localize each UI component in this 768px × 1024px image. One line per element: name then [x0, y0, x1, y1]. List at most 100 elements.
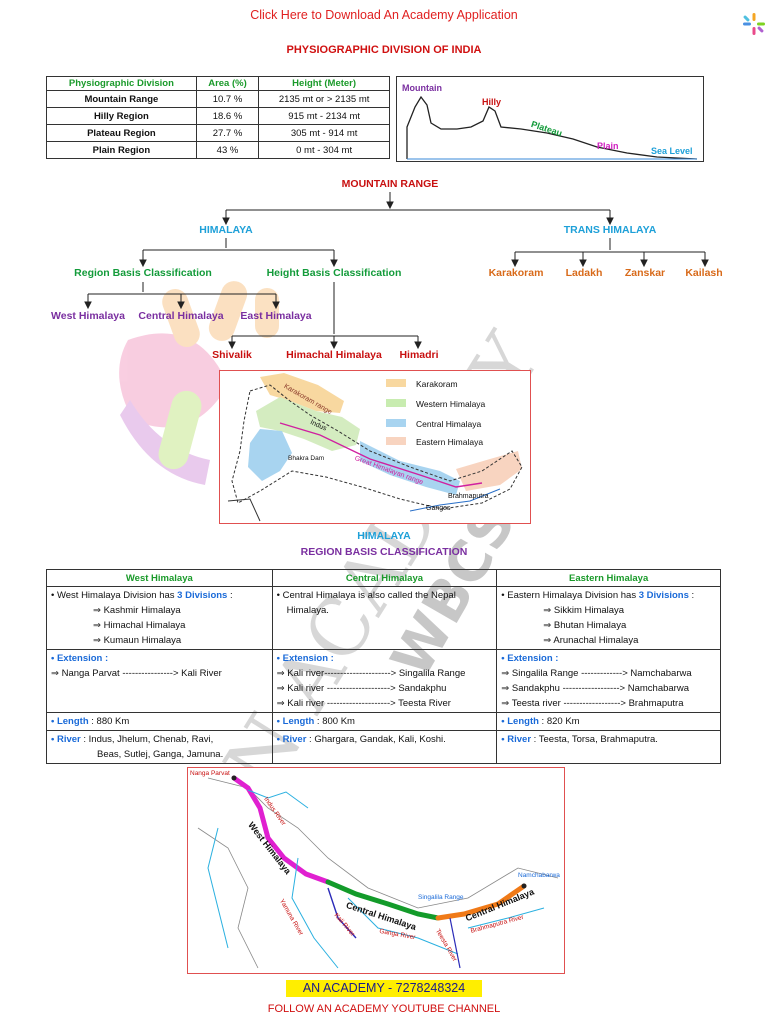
list-item: ⇒ Teesta river ------------------> Brahm…	[501, 698, 684, 709]
west-length-value: : 880 Km	[88, 716, 130, 727]
west-intro-text: • West Himalaya Division has	[51, 590, 178, 601]
length-label: • Length	[501, 716, 539, 727]
tree-node-east-himalaya: East Himalaya	[240, 310, 312, 322]
profile-hilly-label: Hilly	[482, 97, 502, 107]
profile-mountain-label: Mountain	[402, 83, 442, 93]
section-heading-himalaya: HIMALAYA	[357, 530, 411, 542]
tree-node-zanskar: Zanskar	[624, 267, 666, 279]
table-row: • West Himalaya Division has 3 Divisions…	[46, 586, 721, 650]
west-divisions-cell: • West Himalaya Division has 3 Divisions…	[46, 586, 273, 650]
length-label: • Length	[51, 716, 89, 727]
central-intro-text-2: Himalaya.	[286, 605, 329, 616]
east-length-value: : 820 Km	[538, 716, 580, 727]
map2-namcha-label: Namchabarwa	[518, 872, 560, 879]
tree-node-mountain-range: MOUNTAIN RANGE	[341, 178, 439, 190]
central-extension-cell: • Extension : ⇒ Kali river--------------…	[271, 649, 498, 713]
himalaya-rivers-map: Nanga Parvat Indus River West Himalaya C…	[187, 767, 565, 974]
west-intro-count: 3 Divisions	[177, 590, 228, 601]
map1-legend-central: Central Himalaya	[416, 419, 482, 429]
header-west-himalaya: West Himalaya	[46, 569, 273, 587]
list-item: ⇒ Kali river --------------------> Sanda…	[276, 683, 447, 694]
tree-node-himalaya: HIMALAYA	[199, 224, 253, 236]
tree-node-region-basis: Region Basis Classification	[74, 267, 212, 279]
tree-node-himadri: Himadri	[399, 349, 439, 361]
list-item: ⇒ Kashmir Himalaya	[93, 605, 181, 616]
length-label: • Length	[276, 716, 315, 727]
west-river-value-2: Beas, Sutlej, Ganga, Jamuna.	[97, 749, 224, 760]
map1-legend-western: Western Himalaya	[416, 399, 486, 409]
central-intro-cell: • Central Himalaya is also called the Ne…	[271, 586, 498, 650]
list-item: ⇒ Arunachal Himalaya	[543, 635, 639, 646]
mountain-range-tree-lines	[84, 192, 709, 350]
central-length-cell: • Length : 800 Km	[271, 712, 498, 731]
table-row: • Extension : ⇒ Nanga Parvat -----------…	[46, 649, 721, 713]
height-cell: 0 mt - 304 mt	[258, 141, 390, 159]
east-divisions-cell: • Eastern Himalaya Division has 3 Divisi…	[496, 586, 721, 650]
east-intro-colon: :	[688, 590, 695, 601]
physiographic-table: Physiographic Division Area (%) Height (…	[46, 76, 390, 159]
table-row: Plain Region 43 % 0 mt - 304 mt	[46, 141, 390, 159]
download-link[interactable]: Click Here to Download An Academy Applic…	[250, 8, 518, 22]
tree-node-shivalik: Shivalik	[212, 349, 252, 361]
himalaya-region-map: Karakoram Western Himalaya Central Himal…	[219, 370, 531, 524]
list-item: ⇒ Himachal Himalaya	[93, 620, 186, 631]
list-item: ⇒ Nanga Parvat ----------------> Kali Ri…	[51, 668, 222, 679]
brand-logo-icon	[742, 12, 766, 36]
tree-node-trans-himalaya: TRANS HIMALAYA	[563, 224, 657, 236]
academy-contact-banner: AN ACADEMY - 7278248324	[286, 980, 482, 997]
tree-node-himachal: Himachal Himalaya	[286, 349, 382, 361]
extension-label: • Extension :	[51, 653, 109, 664]
list-item: ⇒ Sikkim Himalaya	[543, 605, 625, 616]
map1-bhakra-label: Bhakra Dam	[288, 455, 325, 462]
east-river-value: : Teesta, Torsa, Brahmaputra.	[531, 734, 658, 745]
extension-label: • Extension :	[276, 653, 334, 664]
central-intro-text: • Central Himalaya is also called the Ne…	[276, 590, 456, 601]
table-row: Plateau Region 27.7 % 305 mt - 914 mt	[46, 124, 390, 142]
list-item: ⇒ Kali river---------------------> Singa…	[276, 668, 466, 679]
east-intro-count: 3 Divisions	[638, 590, 689, 601]
west-extension-cell: • Extension : ⇒ Nanga Parvat -----------…	[46, 649, 273, 713]
table-row: • River : Indus, Jhelum, Chenab, Ravi, B…	[46, 730, 721, 764]
extension-label: • Extension :	[501, 653, 559, 664]
follow-channel-text[interactable]: FOLLOW AN ACADEMY YOUTUBE CHANNEL	[267, 1003, 501, 1015]
list-item: ⇒ Singalila Range -------------> Namchab…	[501, 668, 692, 679]
list-item: ⇒ Kumaun Himalaya	[93, 635, 182, 646]
tree-node-kailash: Kailash	[685, 267, 723, 279]
central-length-value: : 800 Km	[314, 716, 355, 727]
page-title: PHYSIOGRAPHIC DIVISION OF INDIA	[286, 44, 482, 56]
west-river-value: : Indus, Jhelum, Chenab, Ravi,	[80, 734, 214, 745]
east-length-cell: • Length : 820 Km	[496, 712, 721, 731]
central-river-cell: • River : Ghargara, Gandak, Kali, Koshi.	[271, 730, 498, 764]
east-river-cell: • River : Teesta, Torsa, Brahmaputra.	[496, 730, 721, 764]
map1-brahmaputra-label: Brahmaputra	[448, 493, 489, 500]
east-extension-cell: • Extension : ⇒ Singalila Range --------…	[496, 649, 721, 713]
west-length-cell: • Length : 880 Km	[46, 712, 273, 731]
west-intro-colon: :	[227, 590, 233, 601]
river-label: • River	[501, 734, 532, 745]
tree-node-west-himalaya: West Himalaya	[51, 310, 125, 322]
map1-legend-karakoram: Karakoram	[416, 379, 458, 389]
map2-singalila-label: Singalila Range	[418, 894, 464, 901]
list-item: ⇒ Bhutan Himalaya	[543, 620, 627, 631]
profile-sea-label: Sea Level	[651, 146, 693, 156]
table-row: • Length : 880 Km • Length : 800 Km • Le…	[46, 712, 721, 731]
river-label: • River	[51, 734, 81, 745]
header-eastern-himalaya: Eastern Himalaya	[496, 569, 721, 587]
relief-profile-diagram: Mountain Hilly Plateau Plain Sea Level	[396, 76, 704, 162]
river-label: • River	[276, 734, 307, 745]
area-cell: 43 %	[195, 141, 260, 159]
central-river-value: : Ghargara, Gandak, Kali, Koshi.	[306, 734, 446, 745]
map2-nanga-label: Nanga Parvat	[190, 770, 230, 777]
map1-legend-eastern: Eastern Himalaya	[416, 437, 484, 447]
header-central-himalaya: Central Himalaya	[271, 569, 498, 587]
east-intro-text: • Eastern Himalaya Division has	[501, 590, 639, 601]
map1-ganges-label: Ganges	[426, 505, 451, 512]
tree-node-height-basis: Height Basis Classification	[266, 267, 402, 279]
list-item: ⇒ Kali river --------------------> Teest…	[276, 698, 451, 709]
section-heading-region-basis: REGION BASIS CLASSIFICATION	[300, 546, 468, 558]
region-basis-table: West Himalaya Central Himalaya Eastern H…	[46, 569, 721, 764]
west-river-cell: • River : Indus, Jhelum, Chenab, Ravi, B…	[46, 730, 273, 764]
tree-node-ladakh: Ladakh	[565, 267, 603, 279]
profile-plain-label: Plain	[597, 141, 619, 151]
tree-node-karakoram: Karakoram	[488, 267, 544, 279]
